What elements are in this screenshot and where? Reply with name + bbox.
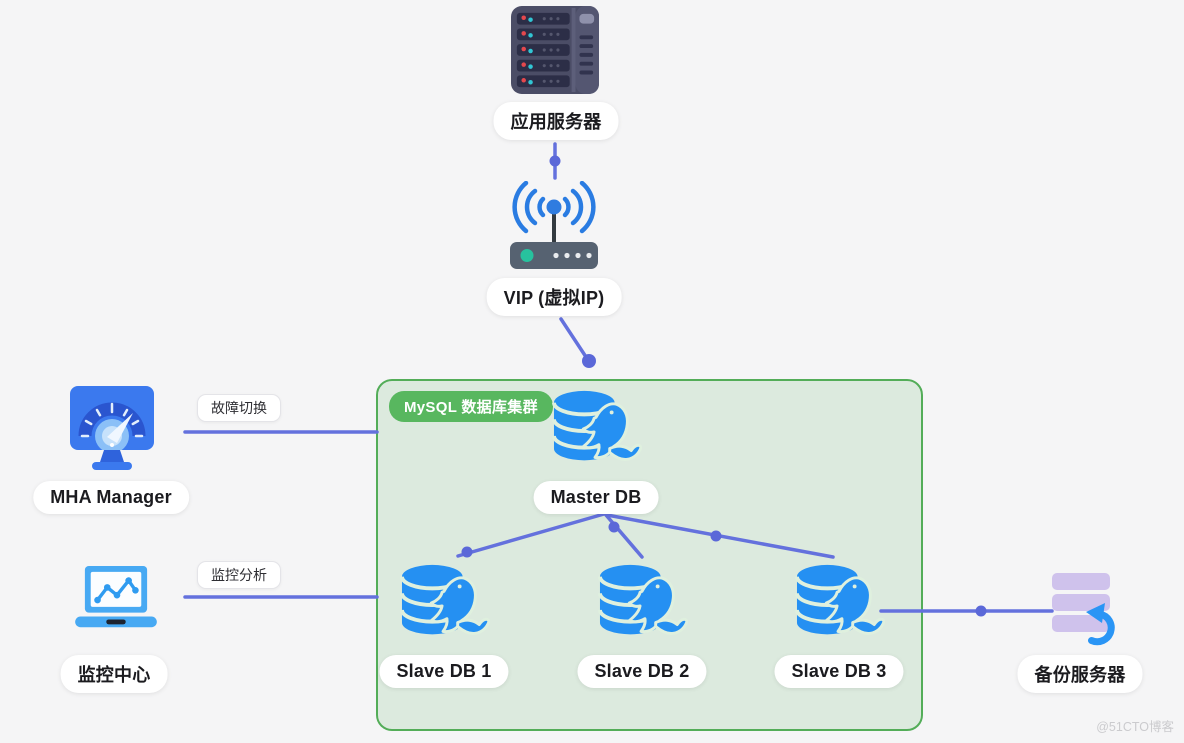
application-server-label: 应用服务器: [493, 102, 619, 140]
application-server-node: [511, 6, 599, 94]
master-db-node: [550, 388, 642, 474]
slave-db-2-label: Slave DB 2: [577, 655, 707, 688]
mysql-database-icon: [552, 390, 642, 461]
wireless-router-icon: [510, 181, 598, 269]
monitoring-center-label: 监控中心: [60, 655, 168, 693]
monitoring-edge-label: 监控分析: [197, 561, 281, 589]
failover-edge-label: 故障切换: [197, 394, 281, 422]
mha-manager-node: [70, 386, 154, 472]
slave-db-2-node: [596, 562, 688, 648]
watermark: @51CTO博客: [1096, 720, 1174, 734]
backup-server-node: [1048, 570, 1128, 650]
mysql-cluster-badge: MySQL 数据库集群: [389, 391, 553, 422]
vip-label: VIP (虚拟IP): [486, 278, 622, 316]
mha-manager-label: MHA Manager: [33, 481, 189, 514]
slave-db-1-label: Slave DB 1: [379, 655, 509, 688]
laptop-chart-icon: [75, 566, 157, 628]
mysql-database-icon: [795, 564, 885, 635]
mysql-database-icon: [598, 564, 688, 635]
monitoring-center-node: [74, 566, 158, 636]
slave-db-3-node: [793, 562, 885, 648]
backup-server-label: 备份服务器: [1017, 655, 1143, 693]
slave-db-1-node: [398, 562, 490, 648]
master-db-label: Master DB: [533, 481, 659, 514]
slave-db-3-label: Slave DB 3: [774, 655, 904, 688]
server-rack-icon: [511, 6, 599, 94]
vip-node: [504, 181, 604, 273]
backup-database-icon: [1052, 573, 1115, 646]
gauge-monitor-icon: [70, 386, 154, 470]
mysql-database-icon: [400, 564, 490, 635]
